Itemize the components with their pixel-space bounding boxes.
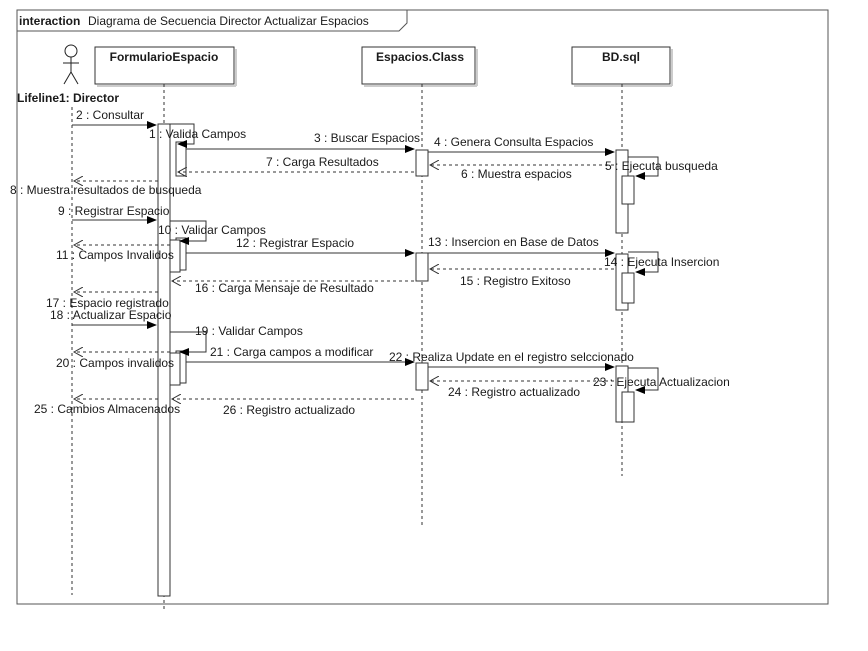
message-label: 23 : Ejecuta Actualizacion: [593, 375, 730, 389]
message-label: 22 : Realiza Update en el registro selcc…: [389, 350, 634, 364]
message-label: 2 : Consultar: [76, 108, 144, 122]
lifeline-formulario-label: FormularioEspacio: [110, 50, 219, 64]
message-label: 24 : Registro actualizado: [448, 385, 580, 399]
message-label: 16 : Carga Mensaje de Resultado: [195, 281, 374, 295]
message-label: 19 : Validar Campos: [195, 324, 303, 338]
return-messages: [74, 165, 614, 399]
message-label: 9 : Registrar Espacio: [58, 204, 170, 218]
interaction-frame: [16, 9, 829, 605]
frame-title: Diagrama de Secuencia Director Actualiza…: [88, 14, 369, 28]
sync-messages: [72, 121, 615, 371]
message-label: 5 : Ejecuta busqueda: [605, 159, 718, 173]
message-label: 8 : Muestra resultados de busqueda: [10, 183, 202, 197]
actor-icon: [63, 44, 79, 85]
activation-bars: [157, 123, 635, 597]
message-label: 20 : Campos invalidos: [56, 356, 174, 370]
lifeline-bd-sql: BD.sql: [571, 46, 673, 87]
frame-label-tab: [17, 9, 408, 32]
message-label: 25 : Cambios Almacenados: [34, 402, 180, 416]
message-label: 12 : Registrar Espacio: [236, 236, 354, 250]
message-label: 10 : Validar Campos: [158, 223, 266, 237]
self-call-loops: [170, 123, 659, 394]
message-label: 15 : Registro Exitoso: [460, 274, 571, 288]
lifeline-espacios-class-label: Espacios.Class: [376, 50, 464, 64]
message-label: 17 : Espacio registrado: [46, 296, 169, 310]
message-label: 1 : Valida Campos: [149, 127, 246, 141]
message-label: 7 : Carga Resultados: [266, 155, 379, 169]
frame-keyword: interaction: [19, 14, 80, 28]
message-label: 18 : Actualizar Espacio: [50, 308, 172, 322]
message-label: 11 : Campos Invalidos: [56, 248, 174, 262]
message-label: 21 : Carga campos a modificar: [210, 345, 373, 359]
actor-label: Lifeline1: Director: [17, 91, 119, 105]
message-label: 6 : Muestra espacios: [461, 167, 572, 181]
lifeline-formulario: FormularioEspacio: [94, 46, 237, 87]
lifeline-espacios-class: Espacios.Class: [361, 46, 478, 87]
lifeline-bd-sql-label: BD.sql: [602, 50, 640, 64]
message-label: 3 : Buscar Espacios: [314, 131, 420, 145]
message-label: 4 : Genera Consulta Espacios: [434, 135, 593, 149]
message-label: 26 : Registro actualizado: [223, 403, 355, 417]
message-label: 14 : Ejecuta Insercion: [604, 255, 719, 269]
message-label: 13 : Insercion en Base de Datos: [428, 235, 599, 249]
